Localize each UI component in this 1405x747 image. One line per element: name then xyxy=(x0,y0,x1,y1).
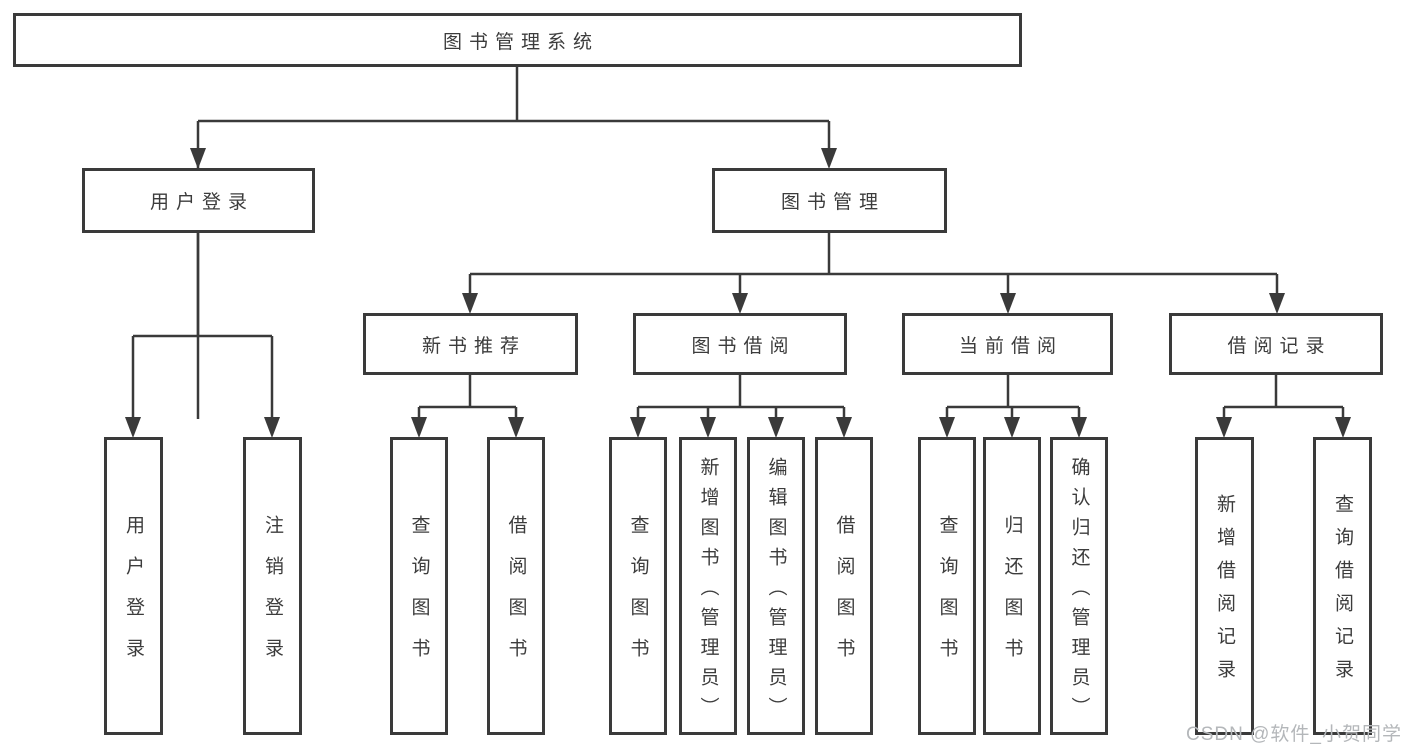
node-book-management: 图书管理 xyxy=(712,168,947,233)
node-new-book-recommend: 新书推荐 xyxy=(363,313,578,375)
node-label: 图书借阅 xyxy=(691,335,796,357)
node-label: 新增借阅记录 xyxy=(1214,494,1235,692)
leaf-logout: 注销登录 xyxy=(243,437,302,735)
node-label: 查询借阅记录 xyxy=(1332,494,1353,692)
node-label: 确认归还（管理员） xyxy=(1068,456,1090,727)
node-label: 图书管理 xyxy=(780,192,885,213)
node-label: 编辑图书（管理员） xyxy=(765,456,787,727)
node-label: 查询图书 xyxy=(408,515,430,679)
leaf-edit-books-admin: 编辑图书（管理员） xyxy=(747,437,805,735)
node-label: 当前借阅 xyxy=(958,335,1063,357)
node-borrow-records: 借阅记录 xyxy=(1169,313,1383,375)
leaf-return-books: 归还图书 xyxy=(983,437,1041,735)
leaf-query-borrow-record: 查询借阅记录 xyxy=(1313,437,1372,735)
arrowheads xyxy=(125,148,1351,438)
node-library-system: 图书管理系统 xyxy=(13,13,1022,67)
node-label: 图书管理系统 xyxy=(442,31,599,53)
node-label: 新增图书（管理员） xyxy=(697,456,719,727)
node-label: 用户登录 xyxy=(149,192,254,213)
node-label: 查询图书 xyxy=(936,515,958,679)
leaf-add-books-admin: 新增图书（管理员） xyxy=(679,437,737,735)
node-current-borrow: 当前借阅 xyxy=(902,313,1113,375)
leaf-add-borrow-record: 新增借阅记录 xyxy=(1195,437,1254,735)
node-book-borrow: 图书借阅 xyxy=(633,313,847,375)
node-label: 归还图书 xyxy=(1001,515,1023,679)
csdn-watermark: CSDN @软件_小贺同学 xyxy=(1186,724,1402,745)
leaf-recommend-borrow-books: 借阅图书 xyxy=(487,437,545,735)
node-label: 借阅记录 xyxy=(1227,335,1332,357)
node-label: 新书推荐 xyxy=(421,335,526,357)
leaf-recommend-query-books: 查询图书 xyxy=(390,437,448,735)
node-label: 注销登录 xyxy=(262,515,283,679)
leaf-current-query-books: 查询图书 xyxy=(918,437,976,735)
leaf-borrow-query-books: 查询图书 xyxy=(609,437,667,735)
leaf-user-login: 用户登录 xyxy=(104,437,163,735)
node-user-login: 用户登录 xyxy=(82,168,315,233)
leaf-borrow-books: 借阅图书 xyxy=(815,437,873,735)
leaf-confirm-return-admin: 确认归还（管理员） xyxy=(1050,437,1108,735)
node-label: 借阅图书 xyxy=(833,515,855,679)
node-label: 借阅图书 xyxy=(505,515,527,679)
node-label: 查询图书 xyxy=(627,515,649,679)
node-label: 用户登录 xyxy=(123,515,144,679)
